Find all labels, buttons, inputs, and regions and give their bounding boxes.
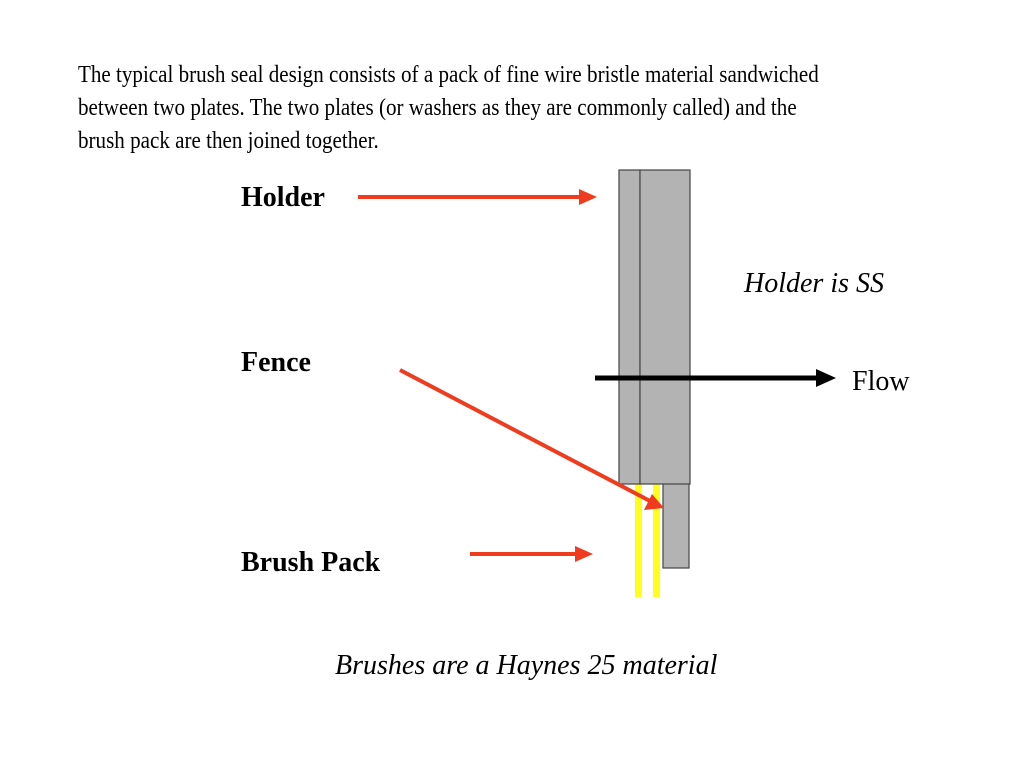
flow-arrow	[595, 369, 836, 387]
intro-paragraph: The typical brush seal design consists o…	[78, 58, 852, 157]
fence-arrow	[399, 368, 664, 510]
brush-pack-label: Brush Pack	[241, 547, 381, 578]
holder-arrow	[358, 189, 597, 205]
bristle-strip-right	[653, 484, 660, 597]
bristle-strip-left	[635, 484, 642, 597]
holder-plate-right	[639, 169, 691, 485]
brush-pack-arrow	[470, 546, 593, 562]
intro-line-1: The typical brush seal design consists o…	[78, 61, 819, 88]
flow-label: Flow	[852, 366, 910, 397]
brush-material-note: Brushes are a Haynes 25 material	[335, 650, 718, 681]
holder-label: Holder	[241, 182, 325, 213]
fence-plate	[662, 482, 690, 569]
holder-plate-left	[618, 169, 641, 485]
intro-line-2: between two plates. The two plates (or w…	[78, 94, 797, 121]
fence-label: Fence	[241, 347, 311, 378]
holder-material-note: Holder is SS	[744, 268, 884, 299]
intro-line-3: brush pack are then joined together.	[78, 127, 379, 154]
